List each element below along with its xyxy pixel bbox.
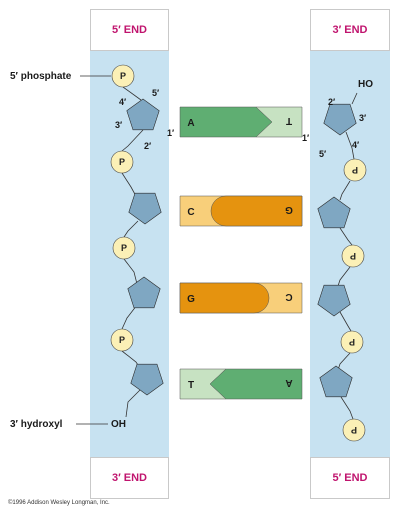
base-letter-left-1: C: [187, 207, 194, 218]
left-link-5: [121, 304, 138, 330]
right-phosphate-1: [341, 244, 365, 268]
left-phosphate-0: [111, 64, 135, 88]
base-right-1: [210, 195, 303, 227]
phosphates: P P P P P P P P: [110, 64, 367, 442]
right-sugar-1: [317, 196, 351, 229]
base-right-0: [255, 106, 303, 138]
three-hydroxyl-label: 3′ hydroxyl: [10, 419, 63, 430]
base-pairs: A T C G G C T A: [179, 106, 303, 400]
right-phosphate-2: [340, 330, 364, 354]
left-sugar-1: [128, 192, 162, 225]
right-link-2: [339, 180, 351, 201]
right-phosphate-0: [343, 158, 367, 182]
right-link-7: [340, 396, 354, 420]
base-letter-right-1: G: [285, 204, 293, 215]
base-left-2: [179, 282, 270, 314]
left-phosphate-2: [112, 236, 136, 260]
left-carbon-2: 2′: [144, 141, 152, 151]
left-link-7: [125, 389, 141, 418]
right-carbon-2: 2′: [328, 97, 336, 107]
base-letter-left-3: T: [188, 380, 194, 391]
base-letter-left-2: G: [187, 294, 195, 305]
left-carbon-1: 1′: [167, 128, 175, 138]
base-letter-right-2: C: [285, 291, 292, 302]
right-link-0: [351, 92, 358, 105]
left-carbon-5: 5′: [152, 88, 160, 98]
left-link-0: [122, 86, 142, 101]
end-label-bottom-right: 5′ END: [310, 457, 390, 499]
left-link-1: [121, 129, 144, 152]
base-right-3: [209, 368, 303, 400]
right-sugar-0: [323, 103, 357, 136]
copyright: ©1996 Addison Wesley Longman, Inc.: [8, 500, 110, 506]
right-link-4: [337, 266, 351, 287]
end-label-bottom-left: 3′ END: [90, 457, 169, 499]
base-letter-left-0: A: [187, 118, 194, 129]
right-carbon-4: 4′: [352, 140, 360, 150]
right-phosphate-3: [342, 418, 366, 442]
end-label-top-left: 5′ END: [90, 9, 169, 51]
base-letter-right-0: T: [286, 115, 292, 126]
left-link-3: [123, 220, 139, 238]
right-carbon-3: 3′: [359, 113, 367, 123]
oh-label: OH: [111, 419, 126, 430]
label-pointers: [76, 75, 111, 425]
sugars: [126, 98, 357, 398]
left-carbon-3: 3′: [115, 120, 123, 130]
left-sugar-2: [127, 276, 161, 309]
left-link-4: [123, 258, 138, 285]
right-phosphate-label-1: P: [350, 251, 356, 261]
base-letter-right-3: A: [285, 377, 292, 388]
left-phosphate-label-3: P: [119, 335, 125, 345]
five-phosphate-label: 5′ phosphate: [10, 71, 72, 82]
left-carbon-4: 4′: [119, 97, 127, 107]
right-phosphate-label-2: P: [349, 337, 355, 347]
right-sugar-3: [319, 365, 353, 398]
right-carbon-1: 1′: [302, 133, 310, 143]
left-phosphate-label-0: P: [120, 71, 126, 81]
right-carbon-5: 5′: [319, 149, 327, 159]
right-sugar-2: [317, 284, 351, 317]
left-phosphate-3: [110, 328, 134, 352]
ho-label: HO: [358, 79, 373, 90]
right-link-1: [345, 131, 355, 160]
right-phosphate-label-3: P: [351, 425, 357, 435]
right-link-3: [339, 227, 353, 246]
end-label-top-right: 3′ END: [310, 9, 390, 51]
left-sugar-3: [130, 363, 164, 396]
left-phosphate-1: [110, 150, 134, 174]
right-link-5: [339, 311, 352, 332]
left-phosphate-label-2: P: [121, 243, 127, 253]
left-phosphate-label-1: P: [119, 157, 125, 167]
left-sugar-0: [126, 98, 160, 131]
right-phosphate-label-0: P: [352, 165, 358, 175]
